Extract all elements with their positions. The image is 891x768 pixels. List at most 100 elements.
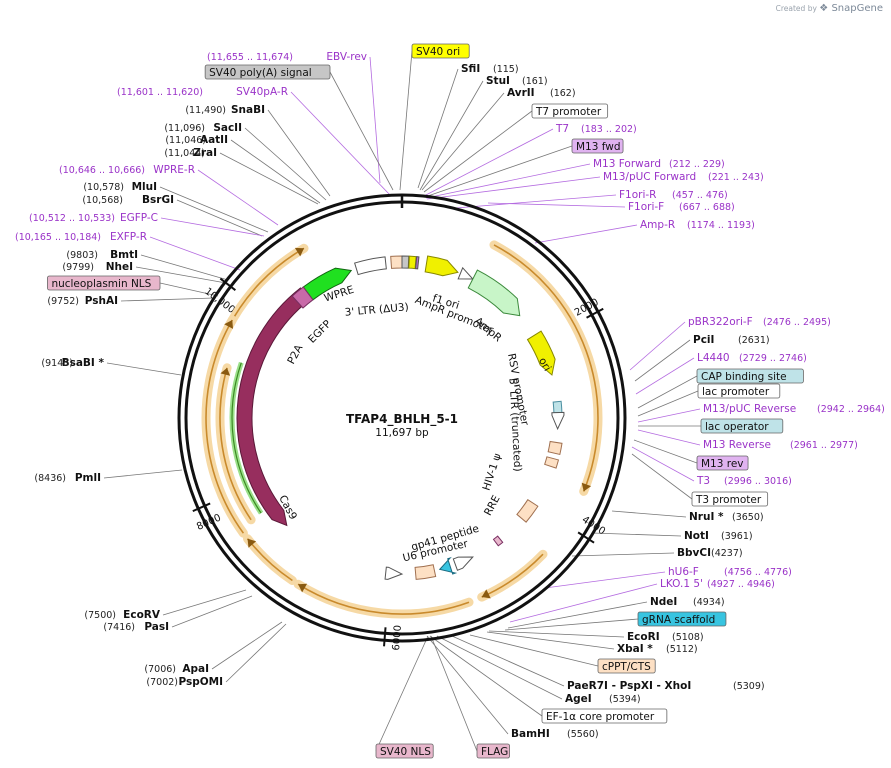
- exfp-r-coord: (10,165 .. 10,184): [15, 232, 101, 243]
- lko-1-5-leader: [509, 583, 658, 623]
- m13-puc-forward-coord: (221 .. 243): [708, 172, 764, 183]
- egfp-feature: [302, 267, 353, 301]
- label-pbr322ori-f: pBR322ori-F(2476 .. 2495): [688, 316, 831, 328]
- hiv-psi-feature: [544, 456, 560, 469]
- bsrgi-leader: [176, 199, 263, 237]
- pmli-coord: (8436): [34, 473, 66, 484]
- label-bmti: BmtI(9803): [66, 249, 138, 261]
- pshai-leader: [120, 297, 215, 302]
- noti-name: NotI: [684, 530, 709, 542]
- bamhi-name: BamHI: [511, 728, 550, 740]
- label-bsabi: BsaBI *(9145): [41, 357, 104, 369]
- m13-forward-leader: [425, 163, 591, 199]
- m13-reverse-name: M13 Reverse: [703, 439, 771, 451]
- xbai-name: XbaI *: [617, 643, 653, 655]
- ampr-orf-arc: [493, 244, 599, 492]
- m13-forward-coord: (212 .. 229): [669, 159, 725, 170]
- m13-puc-forward-leader: [426, 176, 601, 200]
- label-m13-fwd: M13 fwd: [571, 138, 624, 154]
- sfii-coord: (115): [493, 64, 519, 75]
- cppt-cts-text: cPPT/CTS: [602, 661, 651, 673]
- label-t3-promoter: T3 promoter: [691, 491, 769, 507]
- lac-promoter-text: lac promoter: [702, 386, 770, 398]
- label-stui: StuI(161): [486, 75, 548, 87]
- egfp-band-line: [231, 362, 262, 514]
- grna-scaffold-leader: [504, 618, 639, 631]
- egfp-c-coord: (10,512 .. 10,533): [29, 213, 115, 224]
- outer-labels: EBV-rev(11,655 .. 11,674)SV40 poly(A) si…: [15, 43, 885, 759]
- label-avrii: AvrII(162): [507, 87, 576, 99]
- inner-label-egfp: EGFP: [306, 318, 334, 346]
- ebv-rev-name: EBV-rev: [326, 51, 367, 63]
- paer7i-pspxi-xhoi-coord: (5309): [733, 681, 765, 692]
- tick-label-6000: 6000: [391, 625, 404, 651]
- cppt-cts-leader: [469, 634, 599, 667]
- grna-scaffold-text: gRNA scaffold: [642, 614, 715, 626]
- label-ecorv: EcoRV(7500): [84, 609, 160, 621]
- cap-binding-site-leader: [637, 375, 698, 409]
- leader-lines: [103, 50, 701, 752]
- snabi-leader: [267, 109, 331, 197]
- sv40-poly-a-signal-box: [204, 64, 331, 80]
- hu6-f-name: hU6-F: [668, 566, 699, 578]
- wpre-orf-arc-band: [222, 243, 309, 334]
- ampr-orf-arc-head: [581, 482, 592, 492]
- label-m13-forward: M13 Forward(212 .. 229): [593, 158, 725, 170]
- sfii-leader: [417, 68, 459, 189]
- label-zrai: ZraI(11,044): [164, 147, 217, 159]
- wpre-orf-arc-head: [294, 247, 304, 257]
- inner-label-5-ltr-truncated: 5' LTR (truncated): [507, 378, 524, 472]
- m13-puc-reverse-leader: [637, 408, 701, 423]
- ori-feature: [526, 330, 556, 376]
- bbvci-coord: (4237): [711, 548, 743, 559]
- nhei-coord: (9799): [62, 262, 94, 273]
- xbai-coord: (5112): [666, 644, 698, 655]
- pbr322ori-f-coord: (2476 .. 2495): [763, 317, 831, 328]
- hu6-f-coord: (4756 .. 4776): [724, 567, 792, 578]
- label-snabi: SnaBI(11,490): [185, 104, 265, 116]
- gp41-feature: [384, 566, 404, 580]
- ndei-name: NdeI: [650, 596, 677, 608]
- tick-label-2000: 2000: [573, 297, 601, 319]
- t7-promoter-leader: [423, 110, 533, 193]
- aatii-leader: [230, 139, 321, 204]
- sacii-name: SacII: [213, 122, 242, 134]
- snapgene-logo: Created by ❖ SnapGene: [776, 3, 883, 14]
- t7-leader: [423, 128, 554, 197]
- cas9-orf-arc-2-head: [224, 320, 234, 329]
- label-aatii: AatII(11,046): [165, 134, 228, 146]
- ecori-name: EcoRI: [627, 631, 660, 643]
- label-apai: ApaI(7006): [144, 663, 209, 675]
- bmti-name: BmtI: [110, 249, 138, 261]
- t3-name: T3: [696, 475, 710, 487]
- zrai-name: ZraI: [193, 147, 217, 159]
- label-grna-scaffold: gRNA scaffold: [637, 611, 727, 627]
- label-lac-operator: lac operator: [700, 418, 784, 434]
- label-exfp-r: EXFP-R(10,165 .. 10,184): [15, 231, 147, 243]
- ltr3-feature: [390, 255, 403, 269]
- label-paer7i-pspxi-xhoi: PaeR7I - PspXI - XhoI(5309): [567, 680, 765, 692]
- l4440-name: L4440: [697, 352, 730, 364]
- bsrgi-name: BsrGI: [142, 194, 174, 206]
- label-f1ori-f: F1ori-F(667 .. 688): [628, 201, 735, 213]
- stui-leader: [419, 80, 484, 191]
- sv40-ori-text: SV40 ori: [416, 46, 460, 58]
- label-nrui: NruI *(3650): [689, 511, 764, 523]
- label-m13-reverse: M13 Reverse(2961 .. 2977): [703, 439, 858, 451]
- mlui-coord: (10,578): [83, 182, 124, 193]
- m13-fwd-leader: [424, 145, 573, 198]
- snapgene-app-name: SnapGene: [831, 3, 883, 14]
- l4440-coord: (2729 .. 2746): [739, 353, 807, 364]
- nrui-coord: (3650): [732, 512, 764, 523]
- pcii-name: PciI: [693, 334, 714, 346]
- pshai-coord: (9752): [47, 296, 79, 307]
- f1-ori-feature: [424, 255, 459, 277]
- label-t7: T7(183 .. 202): [555, 123, 637, 135]
- pasi-leader: [171, 595, 253, 628]
- flag-box: [476, 743, 510, 759]
- label-agei: AgeI(5394): [565, 693, 641, 705]
- m13-puc-forward-name: M13/pUC Forward: [603, 171, 696, 183]
- exfp-r-leader: [149, 236, 241, 271]
- agei-name: AgeI: [565, 693, 592, 705]
- label-t3: T3(2996 .. 3016): [696, 475, 792, 487]
